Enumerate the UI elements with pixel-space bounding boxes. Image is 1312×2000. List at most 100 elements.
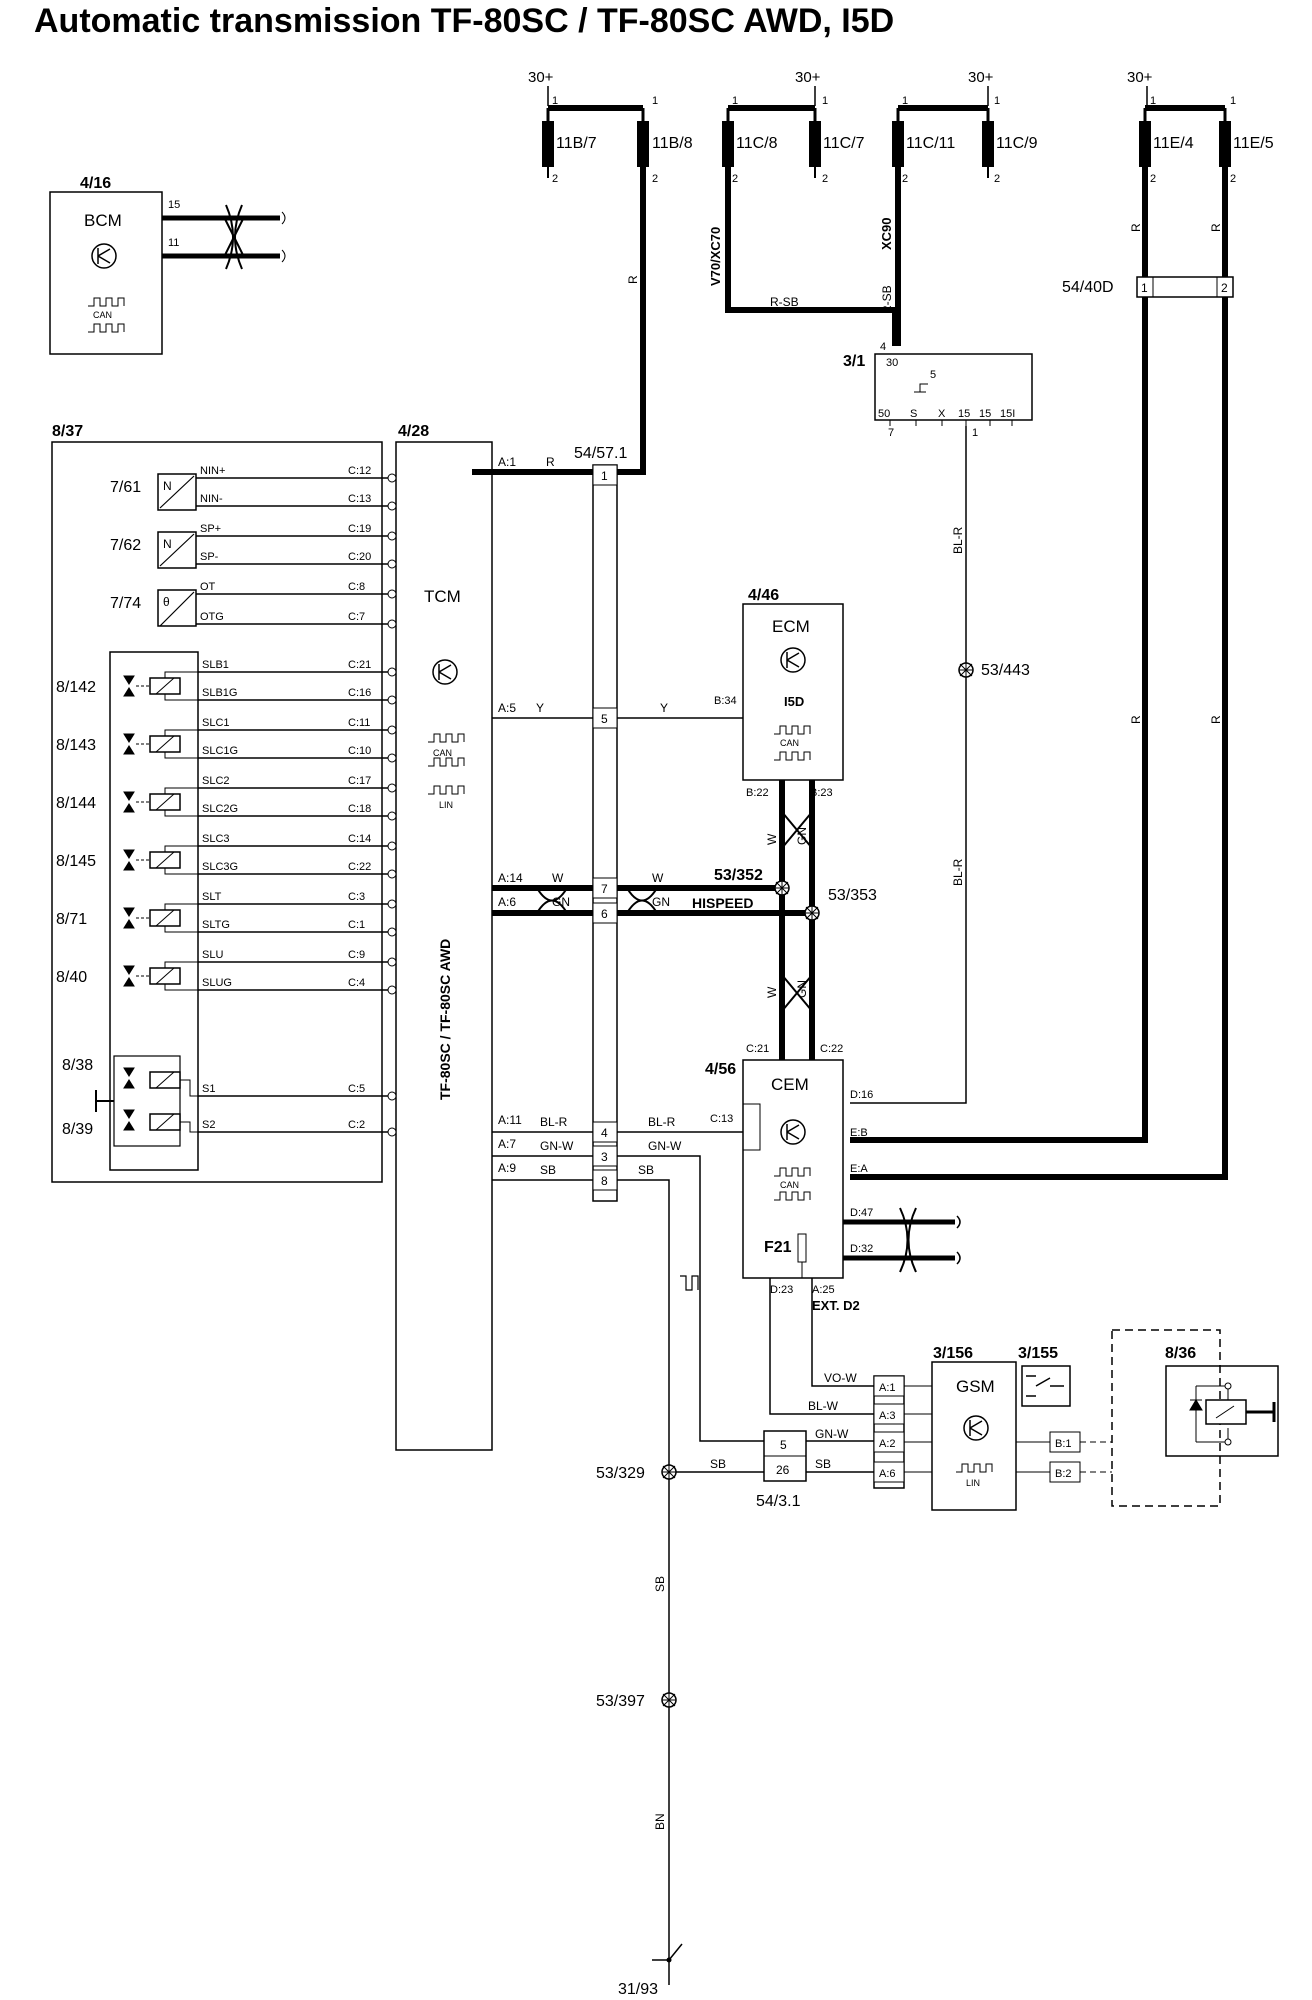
pin-label: C:2 xyxy=(348,1119,365,1131)
pin-label: C:11 xyxy=(348,717,370,729)
svg-text:SB: SB xyxy=(710,1457,726,1471)
signal-label: NIN+ xyxy=(200,465,225,477)
svg-text:26: 26 xyxy=(776,1463,790,1477)
svg-text:3/155: 3/155 xyxy=(1018,1345,1058,1362)
signal-label: SP- xyxy=(200,551,219,563)
svg-text:54/3.1: 54/3.1 xyxy=(756,1493,801,1510)
svg-text:2: 2 xyxy=(902,173,908,185)
svg-text:2: 2 xyxy=(1150,173,1156,185)
svg-text:I5D: I5D xyxy=(784,694,804,709)
svg-text:7: 7 xyxy=(601,882,608,896)
bcm-ref: 4/16 xyxy=(80,175,111,192)
svg-text:A:6: A:6 xyxy=(879,1468,896,1480)
pin-terminal xyxy=(387,811,397,821)
svg-text:1: 1 xyxy=(994,95,1000,107)
svg-text:BL-R: BL-R xyxy=(951,526,965,554)
svg-text:R-SB: R-SB xyxy=(770,295,799,309)
svg-text:8: 8 xyxy=(601,1174,608,1188)
signal-label: SLB1G xyxy=(202,687,237,699)
svg-text:GN: GN xyxy=(795,827,809,845)
transistor-icon xyxy=(432,659,458,685)
svg-text:A:1: A:1 xyxy=(879,1382,896,1394)
svg-text:X: X xyxy=(938,408,946,420)
valve-icon xyxy=(123,849,135,871)
svg-text:A:6: A:6 xyxy=(498,895,516,909)
svg-text:2: 2 xyxy=(552,173,558,185)
signal-label: SLC2G xyxy=(202,803,238,815)
sensor-ref: 7/62 xyxy=(110,537,141,554)
valve-icon xyxy=(123,1109,135,1131)
pin-label: C:4 xyxy=(348,977,365,989)
svg-text:8/36: 8/36 xyxy=(1165,1345,1196,1362)
lin-icon xyxy=(428,785,465,795)
svg-text:VO-W: VO-W xyxy=(824,1371,857,1385)
svg-text:GSM: GSM xyxy=(956,1377,995,1396)
svg-text:2: 2 xyxy=(652,173,658,185)
can-icon xyxy=(774,725,811,735)
svg-text:2: 2 xyxy=(822,173,828,185)
pin-terminal xyxy=(387,619,397,629)
pin-terminal xyxy=(387,695,397,705)
svg-text:CAN: CAN xyxy=(433,748,452,758)
svg-text:A:3: A:3 xyxy=(879,1410,896,1422)
solenoid-ref: 8/144 xyxy=(56,795,96,812)
signal-label: SLB1 xyxy=(202,659,229,671)
variant-label: XC90 xyxy=(879,217,894,250)
svg-text:C:22: C:22 xyxy=(820,1043,843,1055)
svg-text:BL-R: BL-R xyxy=(648,1115,676,1129)
pin-terminal xyxy=(387,531,397,541)
svg-text:R: R xyxy=(1129,223,1143,232)
pin-terminal xyxy=(387,753,397,763)
pin-label: C:10 xyxy=(348,745,371,757)
svg-text:B:23: B:23 xyxy=(810,787,833,799)
svg-text:30+: 30+ xyxy=(795,69,821,86)
svg-text:1: 1 xyxy=(732,95,738,107)
pin-label: C:20 xyxy=(348,551,371,563)
svg-text:30+: 30+ xyxy=(528,69,554,86)
pin-label: C:12 xyxy=(348,465,371,477)
splice-53-397: 53/397 xyxy=(596,1692,677,1710)
svg-text:B:22: B:22 xyxy=(746,787,769,799)
svg-text:D:16: D:16 xyxy=(850,1089,873,1101)
pin-label: C:21 xyxy=(348,659,371,671)
svg-text:54/40D: 54/40D xyxy=(1062,279,1114,296)
relay-3-155: 3/155 xyxy=(1018,1345,1071,1407)
svg-text:1: 1 xyxy=(822,95,828,107)
svg-text:4: 4 xyxy=(601,1126,608,1140)
gsm-module: 3/156 A:1 A:3 A:2 A:6 GSM LIN B:1 B:2 xyxy=(873,1345,1081,1511)
svg-text:A:1: A:1 xyxy=(498,455,516,469)
fuse-label: 11C/8 xyxy=(736,135,778,152)
svg-text:Y: Y xyxy=(660,701,668,715)
svg-text:BL-R: BL-R xyxy=(951,858,965,886)
svg-text:1: 1 xyxy=(1150,95,1156,107)
valve-icon xyxy=(123,907,135,929)
pin-label: C:7 xyxy=(348,611,365,623)
sensor-symbol: N xyxy=(163,479,172,493)
svg-text:53/353: 53/353 xyxy=(828,887,877,904)
solenoid-ref: 8/145 xyxy=(56,853,96,870)
svg-text:2: 2 xyxy=(994,173,1000,185)
bcm-name: BCM xyxy=(84,211,122,230)
pin-terminal xyxy=(387,589,397,599)
svg-text:E:B: E:B xyxy=(850,1127,868,1139)
svg-text:2: 2 xyxy=(1221,281,1228,295)
fuse-label: 11B/8 xyxy=(652,135,693,152)
valve-icon xyxy=(123,1067,135,1089)
svg-text:F21: F21 xyxy=(764,1239,792,1256)
valve-icon xyxy=(123,791,135,813)
svg-text:GN-W: GN-W xyxy=(815,1427,849,1441)
svg-text:GN-W: GN-W xyxy=(648,1139,682,1153)
pin-label: C:5 xyxy=(348,1083,365,1095)
svg-text:LIN: LIN xyxy=(966,1478,980,1488)
fuse-supplies: 30+ 30+ 30+ 30+ 11B/7 11B/8 11C/8 11C/7 … xyxy=(528,69,1274,185)
relay-8-36: 8/36 xyxy=(1080,1329,1279,1507)
svg-text:SB: SB xyxy=(653,1576,667,1592)
signal-label: SP+ xyxy=(200,523,221,535)
svg-text:Y: Y xyxy=(536,701,544,715)
can-icon xyxy=(774,1167,811,1177)
svg-text:CAN: CAN xyxy=(780,1180,799,1190)
svg-text:C:13: C:13 xyxy=(710,1113,733,1125)
svg-text:53/443: 53/443 xyxy=(981,662,1030,679)
svg-text:53/352: 53/352 xyxy=(714,867,763,884)
svg-text:53/397: 53/397 xyxy=(596,1693,645,1710)
